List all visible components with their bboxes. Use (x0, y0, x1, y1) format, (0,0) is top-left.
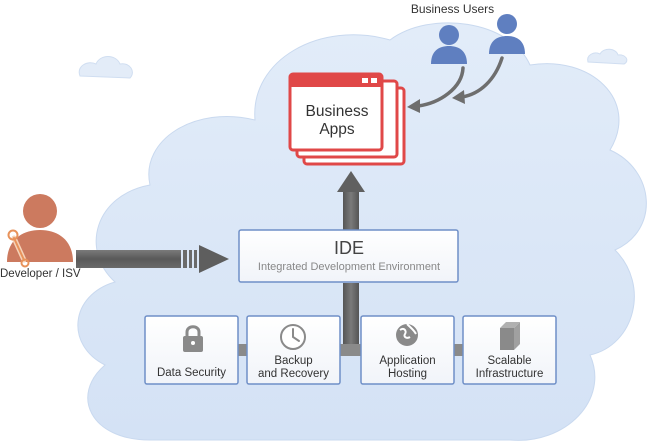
business-apps-stack (288, 72, 406, 166)
user-to-apps-arrow (407, 66, 465, 113)
service-label-infrastructure: Scalable Infrastructure (475, 355, 544, 380)
clock-icon (280, 324, 306, 350)
wrench-icon (7, 229, 30, 268)
service-box (246, 315, 341, 385)
service-label-data-security: Data Security (156, 367, 227, 379)
developer-label: Developer / ISV (0, 268, 81, 280)
ide-title: IDE (333, 238, 364, 258)
business-user-icon (431, 25, 467, 64)
business-users-label: Business Users (410, 2, 495, 16)
lock-icon (183, 325, 203, 352)
small-cloud-right (587, 48, 628, 65)
business-user-icon (489, 14, 525, 54)
ide-box (238, 229, 459, 283)
user-to-apps-arrow (452, 56, 504, 104)
business-apps-label: Business Apps (305, 103, 369, 138)
server-icon (500, 322, 520, 350)
service-box (360, 315, 455, 385)
service-label-backup: Backup and Recovery (258, 355, 329, 380)
small-cloud-left (78, 56, 133, 79)
developer-icon (7, 194, 73, 262)
ide-subtitle: Integrated Development Environment (257, 261, 441, 273)
developer-to-ide-arrow (76, 245, 229, 273)
globe-icon (396, 323, 418, 346)
services-connector (238, 283, 463, 356)
ide-to-apps-arrow (337, 171, 365, 232)
service-label-hosting: Application Hosting (379, 355, 436, 380)
